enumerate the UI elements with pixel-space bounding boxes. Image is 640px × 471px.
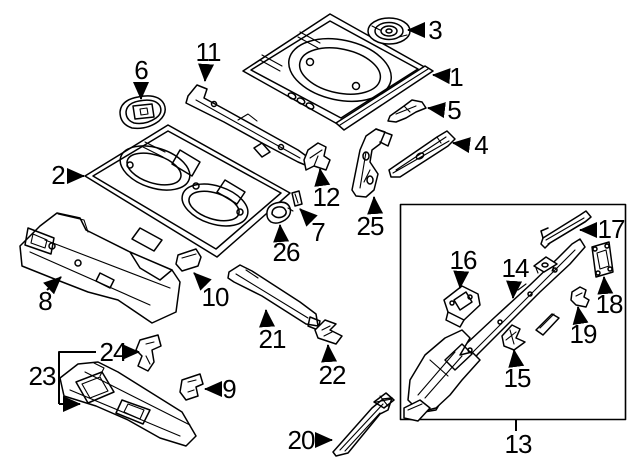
callout-26[interactable]: 26 bbox=[272, 237, 301, 267]
callout-2[interactable]: 2 bbox=[51, 160, 66, 190]
part-19-art bbox=[570, 286, 590, 308]
callout-leaders bbox=[43, 22, 614, 448]
callout-25[interactable]: 25 bbox=[356, 211, 385, 241]
part-6-art bbox=[119, 95, 166, 130]
callout-4-arrow bbox=[452, 137, 471, 154]
callout-1-arrow bbox=[432, 68, 451, 85]
callout-22-arrow bbox=[321, 344, 338, 363]
callout-26-arrow bbox=[273, 224, 290, 243]
callout-8-arrow bbox=[43, 276, 62, 295]
callout-22[interactable]: 22 bbox=[318, 360, 347, 390]
part-14-plate-art bbox=[533, 256, 558, 274]
part-3-art bbox=[367, 17, 411, 45]
callout-16-arrow bbox=[453, 270, 470, 289]
part-2-art bbox=[84, 124, 291, 258]
callout-19[interactable]: 19 bbox=[569, 319, 598, 349]
part-24-art bbox=[135, 334, 162, 372]
part-22-art bbox=[314, 319, 343, 345]
part-20-art bbox=[332, 392, 395, 457]
part-14-art bbox=[403, 238, 586, 422]
part-1-art bbox=[242, 13, 434, 131]
callout-9[interactable]: 9 bbox=[222, 374, 237, 404]
part-12-art bbox=[303, 142, 331, 171]
part-13-group-box bbox=[399, 203, 627, 421]
callout-12[interactable]: 12 bbox=[312, 182, 341, 212]
callout-23[interactable]: 23 bbox=[28, 361, 57, 391]
callout-14-arrow bbox=[506, 280, 523, 299]
callout-7-arrow bbox=[299, 208, 318, 227]
callout-12-arrow bbox=[314, 168, 331, 187]
callout-15[interactable]: 15 bbox=[503, 363, 532, 393]
part-10-art bbox=[175, 248, 202, 272]
part-8-art bbox=[19, 212, 181, 324]
callout-18[interactable]: 18 bbox=[595, 289, 624, 319]
callout-20[interactable]: 20 bbox=[287, 425, 316, 455]
callout-24[interactable]: 24 bbox=[99, 337, 128, 367]
callout-10[interactable]: 10 bbox=[201, 282, 230, 312]
part-5-art bbox=[387, 99, 427, 123]
callout-14[interactable]: 14 bbox=[501, 253, 530, 283]
callout-21[interactable]: 21 bbox=[258, 324, 287, 354]
part-21-art bbox=[227, 264, 321, 331]
callout-23-bracket bbox=[58, 351, 96, 404]
callout-15-arrow bbox=[508, 349, 525, 368]
part-18-art bbox=[591, 241, 614, 278]
callout-16[interactable]: 16 bbox=[449, 245, 478, 275]
callout-7[interactable]: 7 bbox=[311, 217, 326, 247]
part-4-art bbox=[388, 130, 456, 178]
callout-3[interactable]: 3 bbox=[428, 15, 443, 45]
part-13-channel-art bbox=[535, 313, 560, 336]
callout-21-arrow bbox=[259, 309, 276, 328]
part-9-art bbox=[179, 373, 204, 401]
callout-11[interactable]: 11 bbox=[195, 37, 222, 67]
callout-5[interactable]: 5 bbox=[447, 95, 462, 125]
part-16-art bbox=[443, 285, 481, 328]
callout-17[interactable]: 17 bbox=[597, 214, 626, 244]
part-15-art bbox=[501, 324, 526, 351]
part-23-art bbox=[59, 361, 197, 447]
part-7-art bbox=[291, 190, 303, 207]
callout-1[interactable]: 1 bbox=[449, 62, 464, 92]
callout-25-arrow bbox=[367, 196, 384, 215]
callout-10-arrow bbox=[193, 272, 212, 291]
callout-19-arrow bbox=[572, 306, 589, 326]
part-25-art bbox=[351, 128, 393, 198]
callout-4[interactable]: 4 bbox=[474, 130, 489, 160]
callout-13[interactable]: 13 bbox=[504, 429, 533, 459]
callout-8[interactable]: 8 bbox=[38, 286, 53, 316]
callout-6[interactable]: 6 bbox=[134, 55, 149, 85]
callout-11-arrow bbox=[198, 63, 215, 82]
part-26-art bbox=[266, 201, 294, 224]
callout-18-arrow bbox=[597, 276, 614, 295]
callout-5-arrow bbox=[427, 102, 446, 119]
